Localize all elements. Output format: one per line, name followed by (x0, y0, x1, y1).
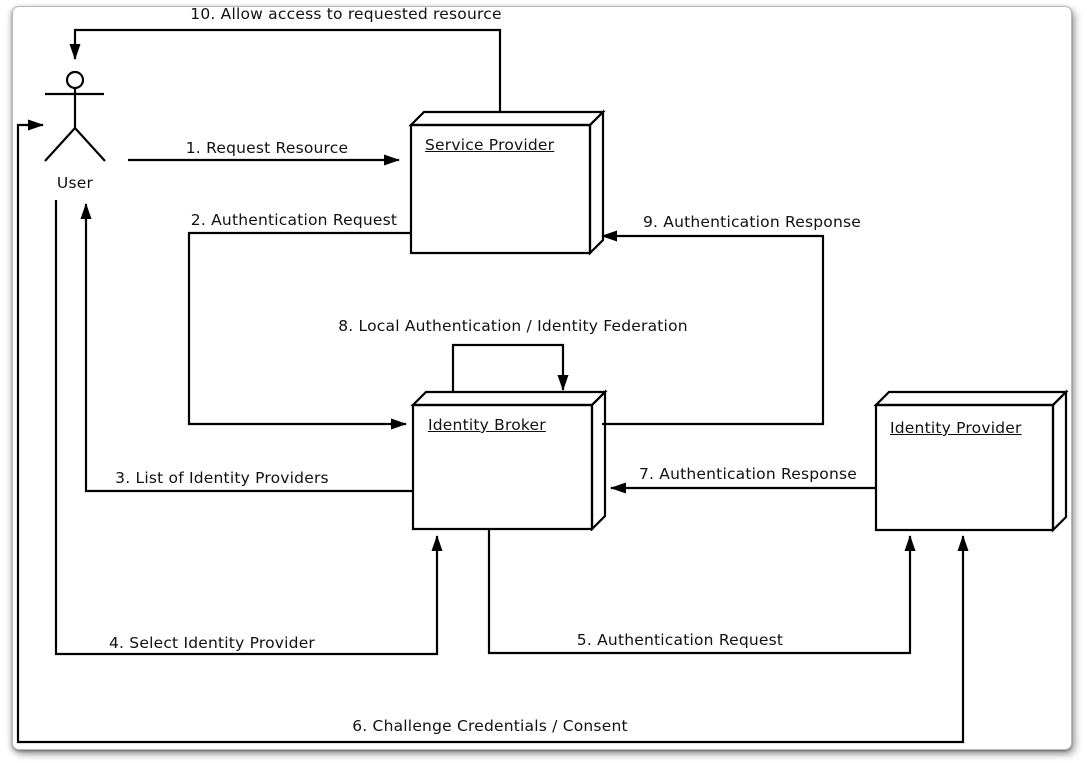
arrow-5-authentication-request (487, 530, 916, 655)
flow-label-2: 2. Authentication Request (190, 211, 398, 229)
user-legs (44, 126, 106, 162)
service-provider-front-face (409, 123, 592, 255)
flow-label-4: 4. Select Identity Provider (108, 634, 316, 652)
identity-broker-front-face (411, 403, 594, 531)
flow-label-9: 9. Authentication Response (642, 213, 862, 231)
identity-provider-top-face (873, 390, 1069, 407)
flow-label-1: 1. Request Resource (185, 139, 349, 157)
identity-provider-side-face (1051, 389, 1068, 533)
identity-provider-node (873, 389, 1069, 533)
flow-label-7: 7. Authentication Response (638, 465, 858, 483)
service-provider-top-face (408, 110, 606, 127)
flow-label-10: 10. Allow access to requested resource (190, 5, 502, 23)
user-actor-figure (44, 70, 106, 162)
identity-provider-front-face (874, 403, 1055, 532)
user-head (65, 70, 85, 90)
service-provider-side-face (588, 109, 605, 256)
flow-label-6: 6. Challenge Credentials / Consent (352, 717, 628, 735)
flow-label-3: 3. List of Identity Providers (115, 469, 329, 487)
identity-broker-side-face (590, 389, 607, 532)
arrow-8-local-authentication-loop (451, 343, 569, 391)
arrow-6-challenge-credentials-consent (16, 119, 969, 744)
flow-label-5: 5. Authentication Request (576, 631, 784, 649)
arrow-10-allow-access (69, 28, 502, 113)
user-label: User (56, 174, 94, 192)
identity-broker-node (410, 389, 608, 532)
identity-broker-title: Identity Broker (428, 416, 546, 434)
identity-provider-title: Identity Provider (890, 419, 1022, 437)
service-provider-node (408, 109, 606, 256)
arrow-9-authentication-response (601, 230, 825, 426)
identity-broker-top-face (410, 390, 608, 407)
flow-label-8: 8. Local Authentication / Identity Feder… (338, 317, 688, 335)
arrow-3-list-of-identity-providers (80, 203, 413, 493)
arrow-4-select-identity-provider (54, 200, 443, 656)
service-provider-title: Service Provider (425, 136, 555, 154)
